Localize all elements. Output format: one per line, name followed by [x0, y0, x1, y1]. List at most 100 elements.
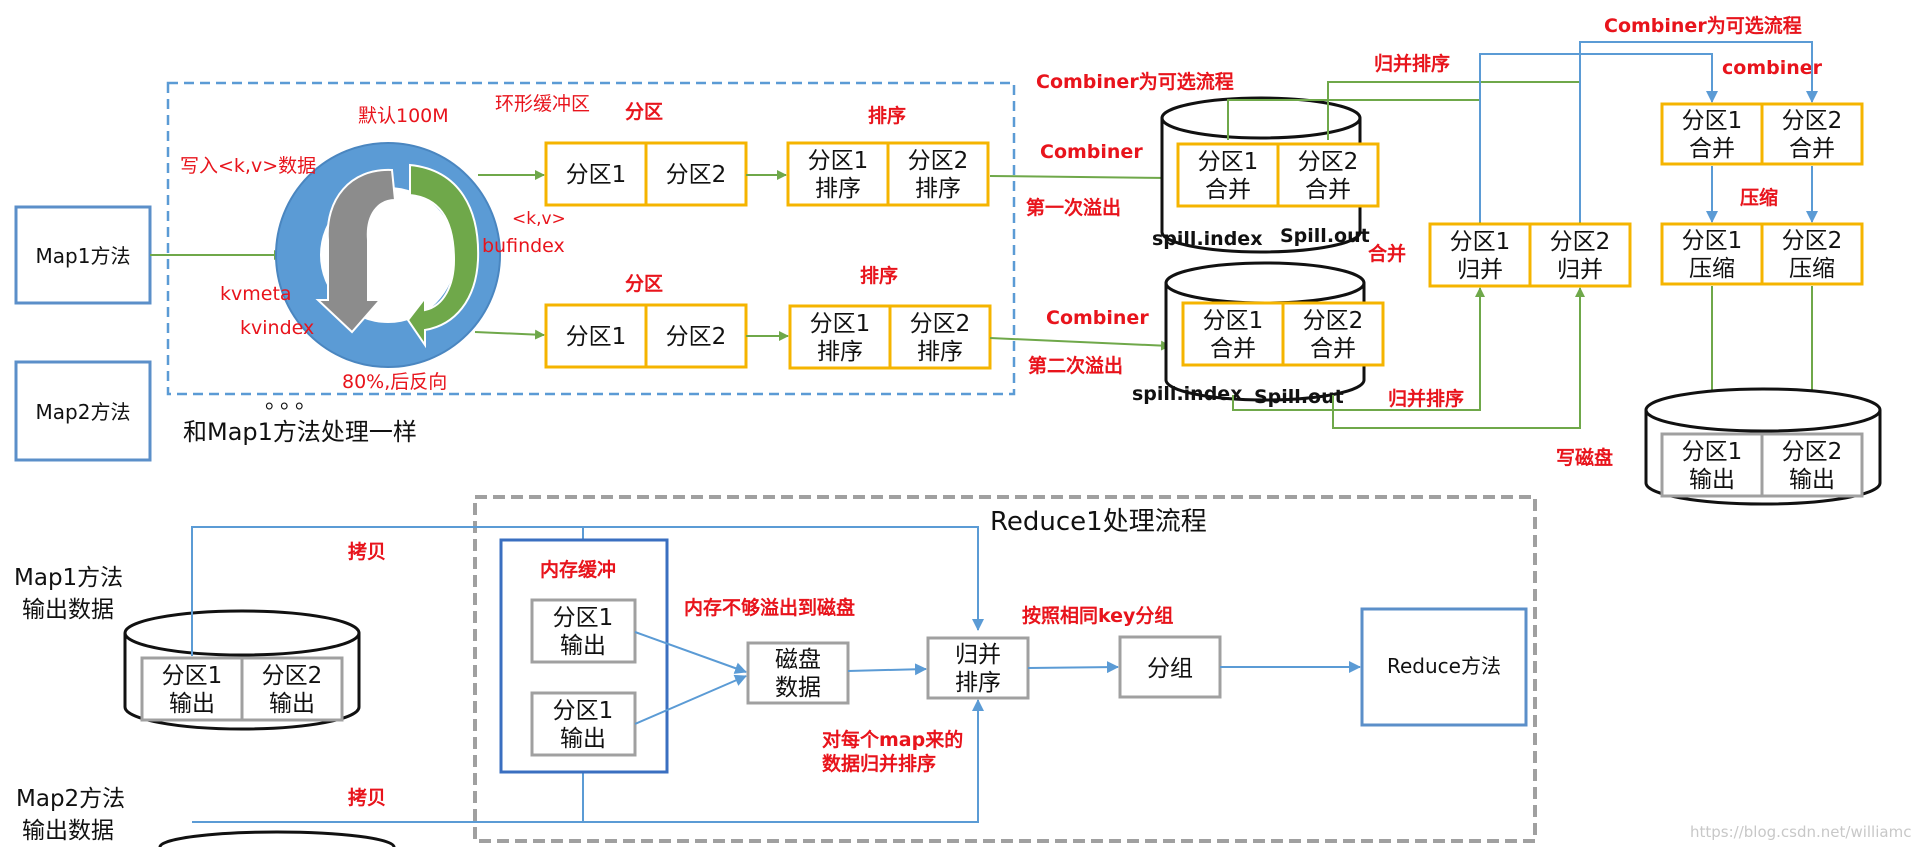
partition2-combined-line1: 分区2 — [1782, 108, 1843, 134]
arrow-second-spill — [989, 337, 1171, 351]
buffer-partition1-output-upper: 分区1 输出 — [530, 598, 637, 664]
map1-method-box — [14, 205, 152, 305]
partition1-mergesort-line1: 分区1 — [1450, 229, 1511, 255]
compress-label: 压缩 — [1740, 186, 1778, 209]
partition-box-upper: 分区1 分区2 — [544, 141, 748, 207]
spill-disk-lower: 分区1 合并 分区2 合并 — [1164, 261, 1385, 402]
buffer-partition-line2: 输出 — [560, 633, 606, 659]
arrow-overflow-upper — [634, 631, 747, 674]
partition2-output-line2: 输出 — [269, 691, 315, 717]
partition2-merged-line2: 合并 — [1310, 336, 1356, 362]
combiner-optional-label: Combiner为可选流程 — [1036, 70, 1234, 93]
partition2-mergesort-line2: 归并 — [1557, 257, 1603, 283]
merge-label: 合并 — [1368, 242, 1406, 265]
watermark: https://blog.csdn.net/williamcc — [1690, 823, 1912, 841]
merge-sort-label-top: 归并排序 — [1374, 52, 1450, 75]
arrow-overflow-lower — [634, 674, 747, 725]
kvindex-label: kvindex — [240, 317, 314, 339]
merge-line-lower-p1 — [1232, 287, 1485, 411]
partition1-merged-line2: 合并 — [1210, 336, 1256, 362]
write-kv-label: 写入<k,v>数据 — [180, 155, 316, 177]
partition1-output-line1: 分区1 — [1682, 439, 1743, 465]
sorted-box-upper: 分区1 排序 分区2 排序 — [786, 141, 990, 207]
green-rotation-arrow-icon — [406, 163, 480, 349]
memory-overflow-label: 内存不够溢出到磁盘 — [684, 596, 855, 619]
buffer-partition-line1: 分区1 — [553, 698, 614, 724]
partition-label-lower: 分区 — [625, 273, 663, 295]
map2-output-disk-top — [158, 830, 396, 847]
map1-method-label: Map1方法 — [36, 244, 131, 268]
partition2-merged-line1: 分区2 — [1303, 308, 1364, 334]
write-disk-label: 写磁盘 — [1556, 446, 1613, 469]
bufindex-label: bufindex — [482, 235, 565, 257]
partition1-output-line1: 分区1 — [162, 663, 223, 689]
first-spill-label: 第一次溢出 — [1026, 196, 1121, 219]
arrow-first-spill — [989, 172, 1171, 183]
partition-box-lower: 分区1 分区2 — [544, 303, 748, 369]
reduce-task-boundary — [473, 495, 1537, 843]
group-label: 分组 — [1147, 656, 1193, 682]
disk-data-line1: 磁盘 — [775, 647, 821, 673]
ellipsis-label: 。。。 — [265, 389, 321, 414]
sort-label-upper: 排序 — [868, 104, 906, 127]
spill-out-label-upper: Spill.out — [1280, 225, 1370, 247]
disk-data-box: 磁盘 数据 — [746, 641, 850, 705]
partition2-sorted-line1: 分区2 — [908, 148, 969, 174]
partition2-cell: 分区2 — [666, 324, 727, 350]
map2-method-label: Map2方法 — [36, 400, 131, 424]
partition1-sorted-line1: 分区1 — [808, 148, 869, 174]
partition1-output-line2: 输出 — [1689, 467, 1735, 493]
second-spill-label: 第二次溢出 — [1028, 354, 1123, 377]
partition2-combined-line2: 合并 — [1789, 136, 1835, 162]
partition2-cell: 分区2 — [666, 162, 727, 188]
kvmeta-label: kvmeta — [220, 283, 292, 305]
spill-index-label-lower: spill.index — [1132, 383, 1242, 405]
per-map-merge-line2: 数据归并排序 — [822, 752, 936, 775]
kv-label: <k,v> — [512, 209, 566, 229]
partition2-merged-line2: 合并 — [1305, 177, 1351, 203]
partition1-sorted-line2: 排序 — [817, 339, 863, 365]
merge-sort-line2: 排序 — [955, 670, 1001, 696]
merge-line-lower-p2 — [1332, 287, 1585, 429]
disk-data-line2: 数据 — [775, 675, 821, 701]
reduce-title: Reduce1处理流程 — [990, 507, 1207, 537]
group-by-key-label: 按照相同key分组 — [1022, 604, 1173, 627]
ring-buffer-label: 环形缓冲区 — [495, 93, 590, 115]
partition1-combined-line2: 合并 — [1689, 136, 1735, 162]
partition1-compressed-line1: 分区1 — [1682, 228, 1743, 254]
partition2-sorted-line1: 分区2 — [910, 311, 971, 337]
arrow-buffer-to-partition-lower — [474, 329, 545, 340]
partition2-sorted-line2: 排序 — [917, 339, 963, 365]
partition1-combined-line1: 分区1 — [1682, 108, 1743, 134]
partition1-sorted-line1: 分区1 — [810, 311, 871, 337]
partition2-compressed-line1: 分区2 — [1782, 228, 1843, 254]
arrow-disk-to-merge — [847, 663, 927, 676]
partition-label-upper: 分区 — [625, 101, 663, 123]
gray-rotation-arrow-icon — [315, 168, 397, 334]
merged-partitions-box: 分区1 归并 分区2 归并 — [1428, 222, 1632, 288]
copy-path-map1-to-merge — [583, 526, 984, 631]
map1-output-disk: 分区1 输出 分区2 输出 — [123, 609, 361, 731]
reduce-method-label: Reduce方法 — [1387, 654, 1501, 678]
threshold-label: 80%,后反向 — [342, 371, 447, 393]
combiner-optional-label-right: Combiner为可选流程 — [1604, 14, 1802, 37]
map2-output-label-line2: 输出数据 — [22, 818, 114, 844]
partition1-merged-line1: 分区1 — [1198, 149, 1259, 175]
spill-out-label-lower: Spill.out — [1254, 386, 1344, 408]
map-output-disk: 分区1 输出 分区2 输出 — [1644, 387, 1882, 506]
partition2-merged-line1: 分区2 — [1298, 149, 1359, 175]
map1-output-label-line1: Map1方法 — [14, 565, 123, 591]
sort-label-lower: 排序 — [860, 264, 898, 287]
partition1-cell: 分区1 — [566, 162, 627, 188]
copy-label-lower: 拷贝 — [348, 786, 386, 809]
arrow-merge-to-group — [1027, 661, 1119, 674]
merge-sort-label-bottom: 归并排序 — [1388, 387, 1464, 410]
partition1-compressed-line2: 压缩 — [1689, 256, 1735, 282]
combined-partitions-box: 分区1 合并 分区2 合并 — [1660, 102, 1864, 166]
default-size-label: 默认100M — [358, 105, 449, 127]
partition2-output-line1: 分区2 — [1782, 439, 1843, 465]
partition2-sorted-line2: 排序 — [915, 176, 961, 202]
merge-sort-box: 归并 排序 — [926, 636, 1030, 700]
combiner-path-p1 — [1479, 53, 1718, 222]
